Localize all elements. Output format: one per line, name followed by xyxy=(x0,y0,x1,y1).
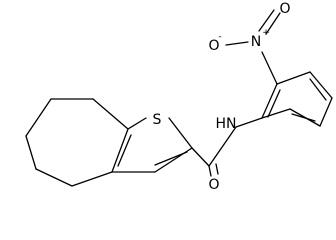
bond xyxy=(71,171,113,187)
bond xyxy=(267,89,281,118)
bond xyxy=(127,117,147,130)
nitro-nitrogen-charge: + xyxy=(262,28,270,38)
bond xyxy=(168,117,193,149)
bond xyxy=(309,71,333,99)
bond xyxy=(319,97,333,127)
nitro-oxygen-single-label: O xyxy=(208,38,219,54)
bond xyxy=(258,9,275,32)
amide-nh-label: HN xyxy=(216,116,237,132)
nitro-nitrogen-label: N xyxy=(251,34,261,50)
sulfur-atom-label: S xyxy=(153,112,162,128)
bond xyxy=(265,12,281,35)
bond xyxy=(92,98,129,130)
bond xyxy=(111,128,129,173)
bond xyxy=(35,168,73,187)
molecule-diagram: S HN O N + O - O xyxy=(25,1,333,193)
carbonyl-oxygen-label: O xyxy=(208,177,219,193)
bond xyxy=(117,134,132,167)
bond xyxy=(208,126,237,167)
bond xyxy=(225,41,249,46)
bonds xyxy=(25,9,333,187)
bond xyxy=(261,83,278,119)
nitro-oxygen-charge: - xyxy=(218,32,221,42)
bond xyxy=(309,78,327,101)
bond xyxy=(261,108,291,119)
bond xyxy=(291,113,316,122)
bond xyxy=(215,163,219,175)
bond xyxy=(154,151,188,166)
bond xyxy=(191,147,210,167)
bond xyxy=(25,135,37,170)
bond xyxy=(25,98,52,137)
atom-labels: S HN O N + O - O xyxy=(153,1,291,193)
bond xyxy=(235,117,263,128)
nitro-oxygen-double-label: O xyxy=(279,1,290,17)
bond xyxy=(261,51,278,85)
bond xyxy=(208,165,212,177)
bond xyxy=(276,71,311,85)
